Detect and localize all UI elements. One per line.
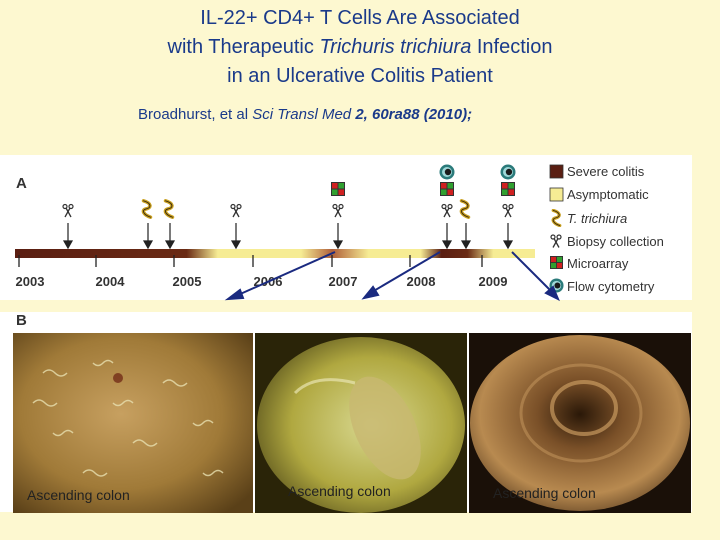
scissors-icon	[62, 203, 74, 218]
scissors-icon	[502, 203, 514, 218]
legend-label: T. trichiura	[567, 211, 627, 226]
worm-icon	[163, 199, 175, 219]
legend-label: Asymptomatic	[567, 187, 649, 202]
panel-a-label: A	[16, 175, 27, 192]
worm-icon	[459, 199, 471, 219]
citation-ref: 2, 60ra88 (2010);	[351, 106, 473, 123]
event-arrows	[62, 223, 514, 250]
colonoscopy-photo-3: Ascending colon	[469, 333, 691, 513]
citation: Broadhurst, et al Sci Transl Med 2, 60ra…	[138, 106, 472, 123]
year-label: 2003	[16, 274, 45, 289]
microarray-icon	[331, 182, 345, 196]
timeline-figure: 2003 2004 2005 2006 2007 2008 2009	[15, 164, 664, 294]
citation-authors: Broadhurst, et al	[138, 106, 253, 123]
year-label: 2004	[96, 274, 126, 289]
panel-b-label: B	[16, 312, 27, 329]
microarray-icon	[440, 182, 454, 196]
scissors-icon	[441, 203, 453, 218]
legend-label: Severe colitis	[567, 164, 645, 179]
title-line-1: IL-22+ CD4+ T Cells Are Associated	[200, 7, 520, 29]
colonoscopy-photo-1: Ascending colon	[13, 333, 253, 513]
title-line-2: with Therapeutic Trichuris trichiura Inf…	[167, 36, 553, 58]
year-labels: 2003 2004 2005 2006 2007 2008 2009	[16, 274, 508, 289]
microarray-icon	[550, 256, 563, 269]
disease-activity-bar	[15, 249, 535, 258]
legend-label: Flow cytometry	[567, 279, 655, 294]
title-line-3: in an Ulcerative Colitis Patient	[227, 65, 493, 87]
legend-label: Biopsy collection	[567, 234, 664, 249]
flow-cytometry-icon	[500, 164, 516, 180]
photo-caption: Ascending colon	[493, 485, 596, 501]
asymptomatic-swatch	[549, 187, 564, 202]
scissors-icon	[550, 234, 562, 249]
flow-cytometry-icon	[549, 278, 564, 293]
panel-a-timeline: A 2003 2004 2005 2006 2007 2008 2009	[0, 155, 692, 300]
scissors-icon	[230, 203, 242, 218]
year-label: 2007	[329, 274, 358, 289]
year-label: 2009	[479, 274, 508, 289]
worm-icon	[141, 199, 153, 219]
citation-journal: Sci Transl Med	[252, 106, 352, 123]
slide-title: IL-22+ CD4+ T Cells Are Associated with …	[0, 4, 720, 91]
flow-cytometry-icon	[439, 164, 455, 180]
severe-colitis-swatch	[549, 164, 564, 179]
photo-caption: Ascending colon	[27, 487, 130, 503]
microarray-icon	[501, 182, 515, 196]
photo-caption: Ascending colon	[288, 483, 391, 499]
year-label: 2008	[407, 274, 436, 289]
worm-icon	[551, 209, 562, 227]
year-label: 2006	[254, 274, 283, 289]
legend-label: Microarray	[567, 256, 629, 271]
year-label: 2005	[173, 274, 202, 289]
scissors-icon	[332, 203, 344, 218]
colonoscopy-photo-2: Ascending colon	[255, 333, 467, 513]
legend: Severe colitis Asymptomatic T. trichiura…	[549, 164, 664, 294]
